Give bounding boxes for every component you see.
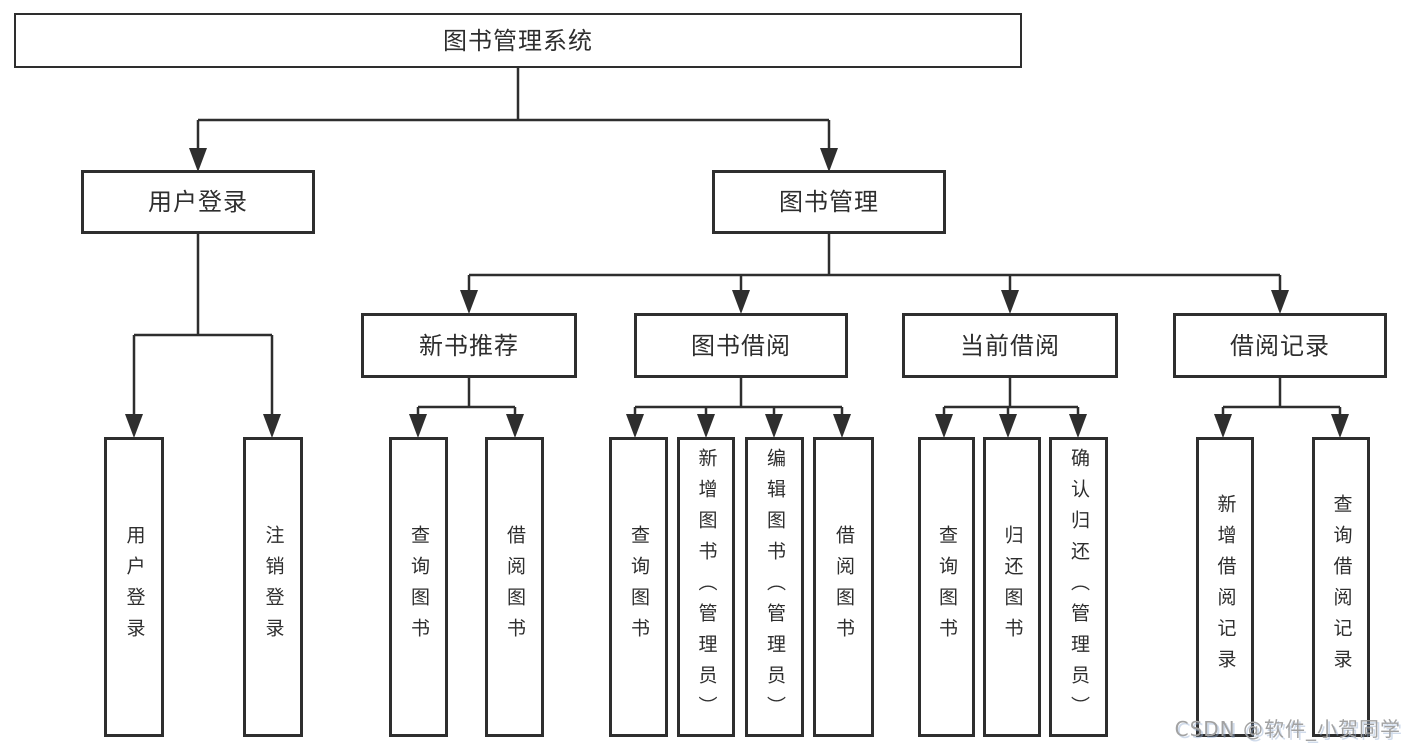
node-current-borrow-label: 当前借阅	[960, 331, 1060, 360]
node-br-query-record: 查询借阅记录	[1312, 437, 1370, 737]
node-logout: 注销登录	[243, 437, 303, 737]
node-bb-edit-books-admin: 编辑图书（管理员）	[745, 437, 804, 737]
node-bb-borrow-books: 借阅图书	[813, 437, 874, 737]
csdn-watermark: CSDN @软件_小贺同学	[1174, 717, 1401, 741]
node-book-management-label: 图书管理	[779, 188, 879, 216]
node-nbr-borrow-books: 借阅图书	[485, 437, 544, 737]
node-book-borrow: 图书借阅	[634, 313, 848, 378]
node-borrow-records: 借阅记录	[1173, 313, 1387, 378]
node-user-login-action: 用户登录	[104, 437, 164, 737]
node-user-login: 用户登录	[81, 170, 315, 234]
node-current-borrow: 当前借阅	[902, 313, 1118, 378]
node-br-query-record-label: 查询借阅记录	[1330, 494, 1353, 680]
node-cb-query-books: 查询图书	[918, 437, 975, 737]
node-bb-borrow-books-label: 借阅图书	[833, 525, 855, 649]
node-user-login-action-label: 用户登录	[123, 525, 146, 649]
node-root-label: 图书管理系统	[443, 26, 593, 55]
node-nbr-query-books-label: 查询图书	[408, 525, 430, 649]
node-bb-query-books: 查询图书	[609, 437, 668, 737]
node-book-management: 图书管理	[712, 170, 946, 234]
node-root: 图书管理系统	[14, 13, 1022, 68]
node-nbr-borrow-books-label: 借阅图书	[504, 525, 526, 649]
node-logout-label: 注销登录	[262, 525, 285, 649]
node-br-add-record: 新增借阅记录	[1196, 437, 1254, 737]
node-book-borrow-label: 图书借阅	[691, 331, 791, 360]
node-bb-query-books-label: 查询图书	[628, 525, 650, 649]
node-cb-confirm-return-admin: 确认归还（管理员）	[1049, 437, 1108, 737]
node-new-book-recommend: 新书推荐	[361, 313, 577, 378]
node-borrow-records-label: 借阅记录	[1230, 331, 1330, 360]
node-new-book-recommend-label: 新书推荐	[419, 331, 519, 360]
node-bb-add-books-admin-label: 新增图书（管理员）	[695, 447, 718, 727]
arrowhead-icons	[125, 148, 1349, 438]
node-user-login-label: 用户登录	[148, 188, 248, 216]
node-cb-query-books-label: 查询图书	[936, 525, 958, 649]
node-cb-return-books-label: 归还图书	[1001, 525, 1024, 649]
node-bb-edit-books-admin-label: 编辑图书（管理员）	[764, 447, 786, 727]
node-bb-add-books-admin: 新增图书（管理员）	[677, 437, 735, 737]
node-nbr-query-books: 查询图书	[389, 437, 448, 737]
node-cb-return-books: 归还图书	[983, 437, 1041, 737]
node-cb-confirm-return-admin-label: 确认归还（管理员）	[1068, 447, 1090, 727]
node-br-add-record-label: 新增借阅记录	[1214, 494, 1237, 680]
